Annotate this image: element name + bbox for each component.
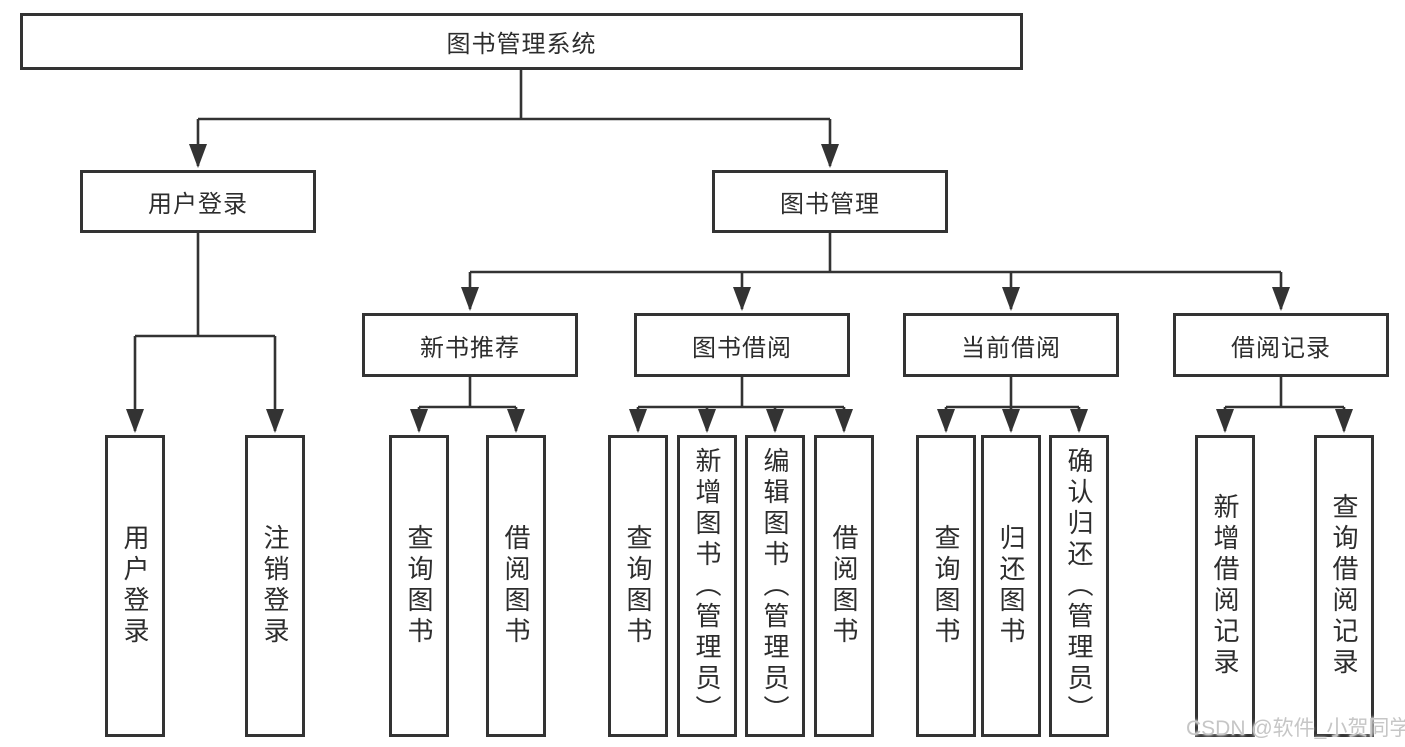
node-library-management-system: 图书管理系统 xyxy=(20,13,1023,70)
leaf-query-borrow-record: 查询借阅记录 xyxy=(1314,435,1374,737)
node-label: 借阅图书 xyxy=(501,524,531,648)
node-label: 用户登录 xyxy=(120,524,150,648)
node-label: 查询图书 xyxy=(931,524,961,648)
node-current-borrowing: 当前借阅 xyxy=(903,313,1119,377)
node-label: 注销登录 xyxy=(260,524,290,648)
leaf-edit-books-admin: 编辑图书（管理员） xyxy=(745,435,805,737)
node-label: 新增借阅记录 xyxy=(1210,493,1240,679)
node-label: 新书推荐 xyxy=(420,334,520,362)
node-borrowing-records: 借阅记录 xyxy=(1173,313,1389,377)
node-label: 新增图书（管理员） xyxy=(692,446,722,726)
node-label: 查询借阅记录 xyxy=(1329,493,1359,679)
leaf-borrow-books-1: 借阅图书 xyxy=(486,435,546,737)
node-label: 图书管理系统 xyxy=(446,31,597,58)
leaf-borrow-books-2: 借阅图书 xyxy=(814,435,874,737)
node-user-login: 用户登录 xyxy=(80,170,316,233)
leaf-add-books-admin: 新增图书（管理员） xyxy=(677,435,737,737)
leaf-user-login: 用户登录 xyxy=(105,435,165,737)
node-label: 借阅记录 xyxy=(1231,334,1331,362)
node-new-book-recommendation: 新书推荐 xyxy=(362,313,578,377)
node-label: 当前借阅 xyxy=(961,334,1061,362)
node-label: 图书借阅 xyxy=(692,334,792,362)
leaf-query-books-2: 查询图书 xyxy=(608,435,668,737)
leaf-confirm-return-admin: 确认归还（管理员） xyxy=(1049,435,1109,737)
node-label: 确认归还（管理员） xyxy=(1064,446,1094,726)
node-label: 编辑图书（管理员） xyxy=(760,446,790,726)
node-label: 用户登录 xyxy=(148,191,248,218)
csdn-watermark: CSDN @软件_小贺同学 xyxy=(1186,717,1405,740)
node-label: 查询图书 xyxy=(404,524,434,648)
node-label: 图书管理 xyxy=(780,191,880,218)
leaf-logout: 注销登录 xyxy=(245,435,305,737)
leaf-add-borrow-record: 新增借阅记录 xyxy=(1195,435,1255,737)
leaf-query-books-3: 查询图书 xyxy=(916,435,976,737)
node-book-management: 图书管理 xyxy=(712,170,948,233)
node-book-borrowing: 图书借阅 xyxy=(634,313,850,377)
node-label: 归还图书 xyxy=(996,524,1026,648)
node-label: 查询图书 xyxy=(623,524,653,648)
leaf-return-books: 归还图书 xyxy=(981,435,1041,737)
node-label: 借阅图书 xyxy=(829,524,859,648)
leaf-query-books-1: 查询图书 xyxy=(389,435,449,737)
